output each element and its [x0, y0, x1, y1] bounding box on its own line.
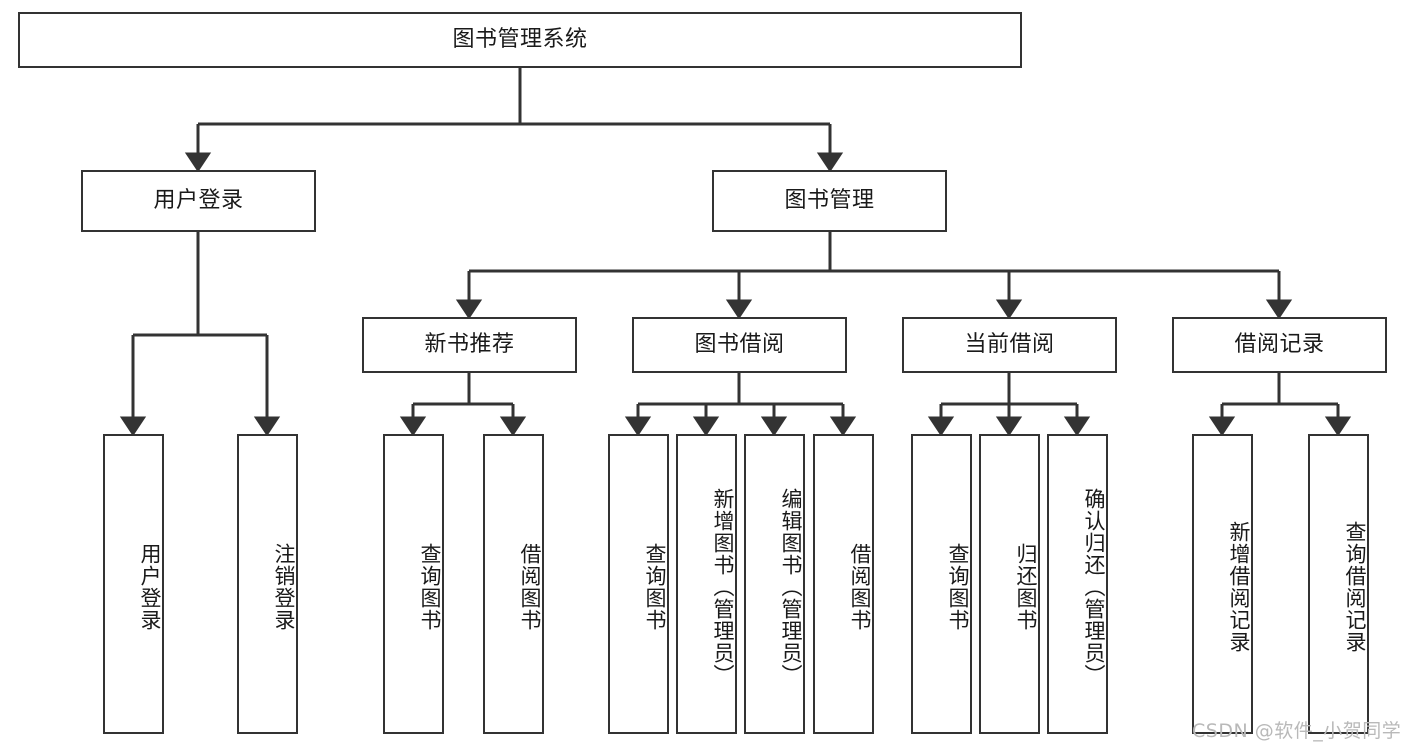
leaf-label: 新增图书（管理员） — [711, 488, 735, 686]
leaf-label: 查询图书 — [418, 543, 442, 631]
node-leaf-add-borrow-record[interactable]: 新增借阅记录 — [1192, 434, 1253, 734]
leaf-label: 注销登录 — [272, 543, 296, 631]
leaf-label: 归还图书 — [1014, 543, 1038, 631]
node-borrow-records[interactable]: 借阅记录 — [1172, 317, 1387, 373]
node-book-borrow[interactable]: 图书借阅 — [632, 317, 847, 373]
leaf-label: 借阅图书 — [848, 543, 872, 631]
leaf-label: 借阅图书 — [518, 543, 542, 631]
leaf-label: 编辑图书（管理员） — [779, 488, 803, 686]
node-current-borrow[interactable]: 当前借阅 — [902, 317, 1117, 373]
leaf-label: 查询借阅记录 — [1343, 521, 1367, 653]
leaf-label: 确认归还（管理员） — [1082, 488, 1106, 686]
node-root-system[interactable]: 图书管理系统 — [18, 12, 1022, 68]
node-leaf-query-book-recommend[interactable]: 查询图书 — [383, 434, 444, 734]
node-user-login[interactable]: 用户登录 — [81, 170, 316, 232]
node-leaf-confirm-return-admin[interactable]: 确认归还（管理员） — [1047, 434, 1108, 734]
leaf-label: 查询图书 — [946, 543, 970, 631]
node-leaf-logout[interactable]: 注销登录 — [237, 434, 298, 734]
node-leaf-add-book-admin[interactable]: 新增图书（管理员） — [676, 434, 737, 734]
node-new-book-recommend[interactable]: 新书推荐 — [362, 317, 577, 373]
leaf-label: 新增借阅记录 — [1227, 521, 1251, 653]
node-leaf-edit-book-admin[interactable]: 编辑图书（管理员） — [744, 434, 805, 734]
node-leaf-user-login[interactable]: 用户登录 — [103, 434, 164, 734]
leaf-label: 查询图书 — [643, 543, 667, 631]
node-leaf-borrow-book-recommend[interactable]: 借阅图书 — [483, 434, 544, 734]
node-leaf-query-book-current[interactable]: 查询图书 — [911, 434, 972, 734]
node-leaf-return-book[interactable]: 归还图书 — [979, 434, 1040, 734]
leaf-label: 用户登录 — [138, 543, 162, 631]
node-leaf-borrow-book[interactable]: 借阅图书 — [813, 434, 874, 734]
node-leaf-query-book-borrow[interactable]: 查询图书 — [608, 434, 669, 734]
node-book-management[interactable]: 图书管理 — [712, 170, 947, 232]
node-leaf-query-borrow-record[interactable]: 查询借阅记录 — [1308, 434, 1369, 734]
